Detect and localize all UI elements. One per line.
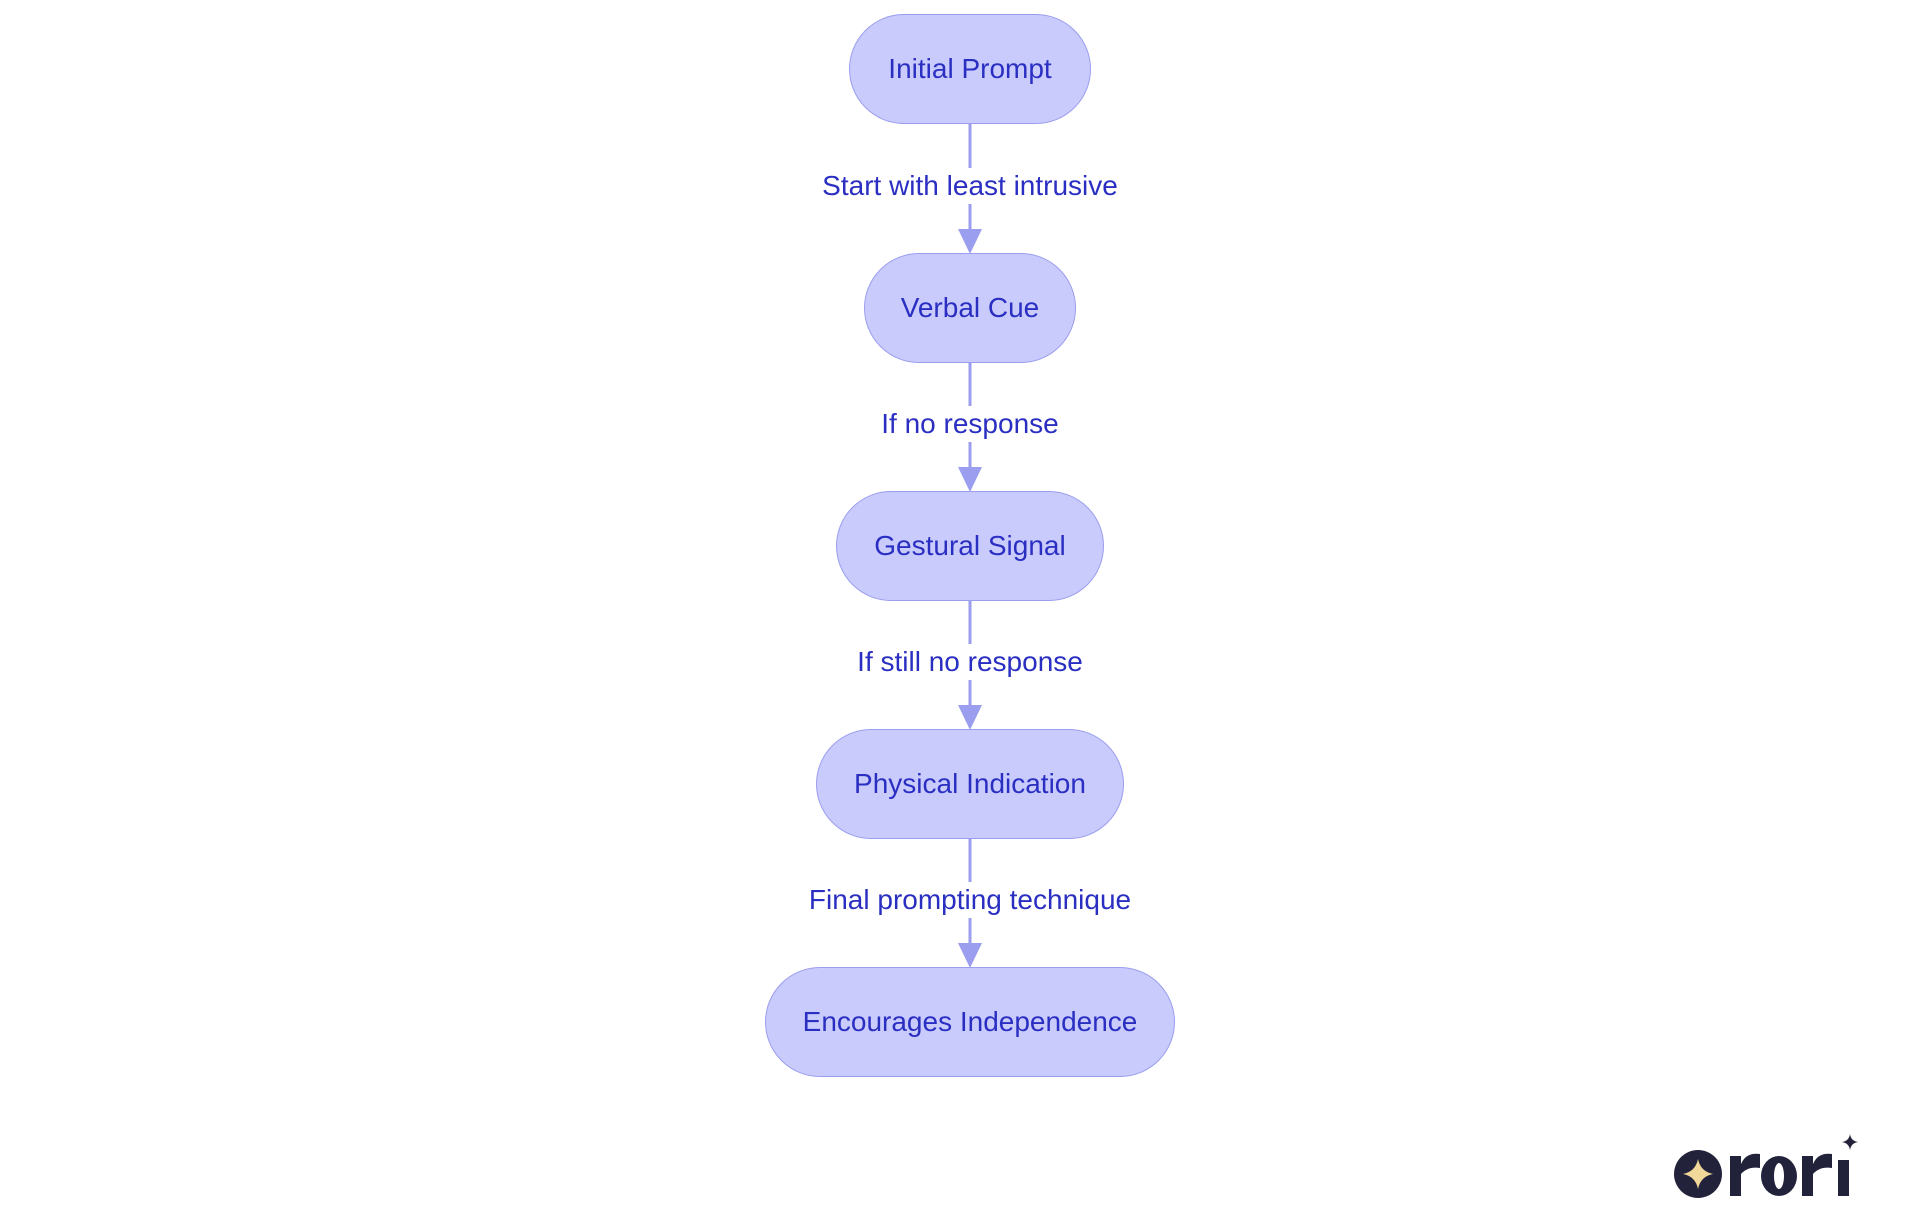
node-verbal-cue[interactable]: Verbal Cue bbox=[864, 253, 1076, 363]
connector-arrowhead bbox=[958, 467, 982, 492]
connector-arrowhead bbox=[958, 705, 982, 730]
sparkle-icon bbox=[1674, 1150, 1722, 1198]
rori-wordmark bbox=[1730, 1134, 1858, 1196]
node-initial-prompt[interactable]: Initial Prompt bbox=[849, 14, 1091, 124]
node-gestural-signal[interactable]: Gestural Signal bbox=[836, 491, 1104, 601]
node-encourages-independence[interactable]: Encourages Independence bbox=[765, 967, 1175, 1077]
connector-arrowhead bbox=[958, 943, 982, 968]
node-physical-indication[interactable]: Physical Indication bbox=[816, 729, 1124, 839]
edge-label-start-least-intrusive: Start with least intrusive bbox=[820, 167, 1120, 204]
rori-logo bbox=[1674, 1134, 1858, 1198]
edge-label-if-no-response: If no response bbox=[879, 406, 1061, 442]
edge-label-if-still-no-response: If still no response bbox=[855, 644, 1085, 680]
connector-arrowhead bbox=[958, 229, 982, 254]
edge-label-final-prompting-technique: Final prompting technique bbox=[806, 882, 1134, 918]
